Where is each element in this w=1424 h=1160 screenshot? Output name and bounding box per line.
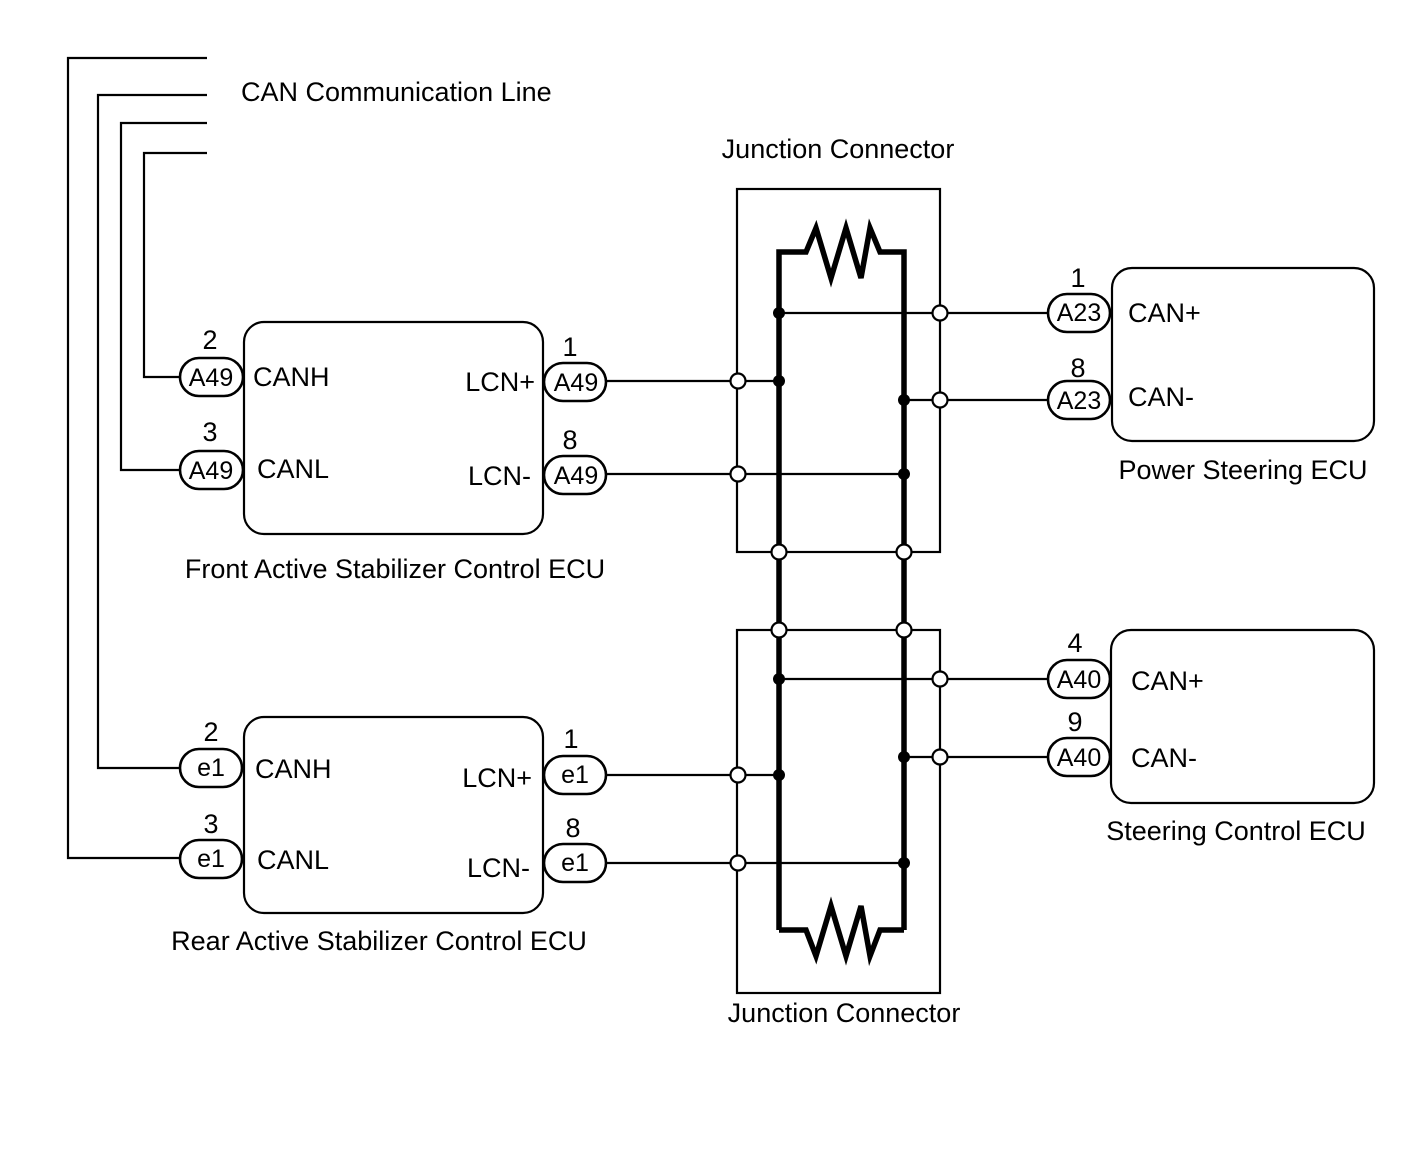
rear-lcnp-pin: 1 <box>563 724 578 754</box>
junction-connector-bottom-label: Junction Connector <box>728 998 961 1028</box>
rear-lcnp-connector: e1 <box>561 761 589 789</box>
sc-canp-connector: A40 <box>1057 666 1101 694</box>
can-communication-line-label: CAN Communication Line <box>241 77 552 107</box>
ps-canp-connector: A23 <box>1057 299 1101 327</box>
can-communication-line-wires <box>66 56 207 860</box>
front-lcnp-pin: 1 <box>562 332 577 362</box>
steering-control-ecu-label: Steering Control ECU <box>1106 816 1366 846</box>
steering-control-ecu: Steering Control ECU 4 A40 CAN+ 9 A40 CA… <box>1046 628 1376 846</box>
power-steering-ecu-label: Power Steering ECU <box>1118 455 1367 485</box>
rear-ecu-label: Rear Active Stabilizer Control ECU <box>171 926 587 956</box>
sc-canm-connector: A40 <box>1057 744 1101 772</box>
rear-canl-pin: 3 <box>203 809 218 839</box>
front-canl-signal: CANL <box>257 454 329 484</box>
rear-canl-signal: CANL <box>257 845 329 875</box>
front-canl-connector: A49 <box>189 457 233 485</box>
front-lcnm-pin: 8 <box>562 425 577 455</box>
sc-canp-signal: CAN+ <box>1131 666 1204 696</box>
ps-canp-signal: CAN+ <box>1128 298 1201 328</box>
front-lcnm-signal: LCN- <box>468 461 531 491</box>
rear-lcnm-signal: LCN- <box>467 853 530 883</box>
front-canh-signal: CANH <box>253 362 330 392</box>
front-ecu-label: Front Active Stabilizer Control ECU <box>185 554 605 584</box>
power-steering-ecu: Power Steering ECU 1 A23 CAN+ 8 A23 CAN- <box>1046 263 1376 485</box>
front-lcnp-connector: A49 <box>554 369 598 397</box>
sc-canm-signal: CAN- <box>1131 743 1197 773</box>
rear-canh-pin: 2 <box>203 717 218 747</box>
rear-active-stabilizer-ecu: Rear Active Stabilizer Control ECU 2 e1 … <box>171 715 608 956</box>
front-canl-pin: 3 <box>202 417 217 447</box>
junction-connector-bottom <box>735 628 942 995</box>
junction-connector-top-label: Junction Connector <box>722 134 955 164</box>
ps-canm-pin: 8 <box>1070 353 1085 383</box>
rear-lcnm-pin: 8 <box>565 813 580 843</box>
bus-wires <box>606 311 1048 865</box>
front-lcnp-signal: LCN+ <box>465 367 535 397</box>
front-active-stabilizer-ecu: Front Active Stabilizer Control ECU 2 A4… <box>178 320 608 584</box>
ps-canp-pin: 1 <box>1070 263 1085 293</box>
junction-dots <box>773 307 910 869</box>
ps-canm-signal: CAN- <box>1128 382 1194 412</box>
sc-canm-pin: 9 <box>1067 707 1082 737</box>
rear-lcnm-connector: e1 <box>561 849 589 877</box>
can-bus <box>776 218 907 967</box>
junction-connector-top <box>735 187 942 554</box>
front-lcnm-connector: A49 <box>554 462 598 490</box>
rear-canl-connector: e1 <box>197 845 225 873</box>
rear-canh-signal: CANH <box>255 754 332 784</box>
rear-canh-connector: e1 <box>197 754 225 782</box>
ps-canm-connector: A23 <box>1057 387 1101 415</box>
rear-lcnp-signal: LCN+ <box>462 763 532 793</box>
sc-canp-pin: 4 <box>1067 628 1082 658</box>
front-canh-pin: 2 <box>202 325 217 355</box>
terminal-circles <box>729 304 949 872</box>
front-canh-connector: A49 <box>189 364 233 392</box>
